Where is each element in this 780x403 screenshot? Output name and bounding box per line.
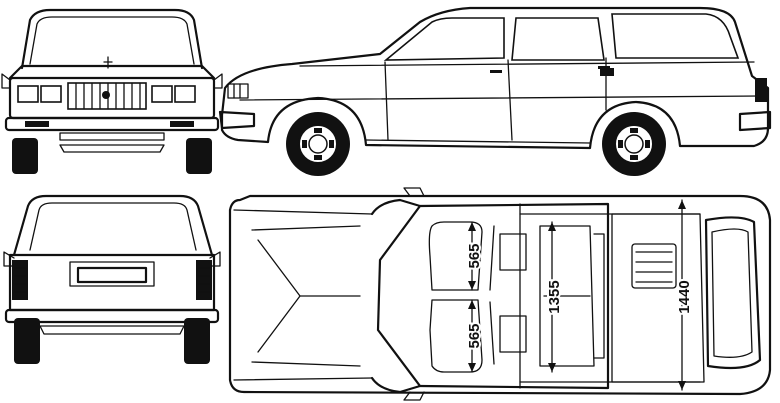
front-seat-width-label: 565 [466,243,483,268]
side-view [218,6,772,176]
rear-wheel [602,112,666,176]
cargo-length-label: 1440 [676,280,693,313]
rear-seat-width-label: 565 [466,323,483,348]
front-wheel [286,112,350,176]
interior-length-label: 1355 [546,280,563,313]
front-seats [428,221,527,373]
front-view [1,8,223,174]
dimension-lines [468,199,686,391]
top-view [228,187,772,401]
rear-view [3,194,221,364]
